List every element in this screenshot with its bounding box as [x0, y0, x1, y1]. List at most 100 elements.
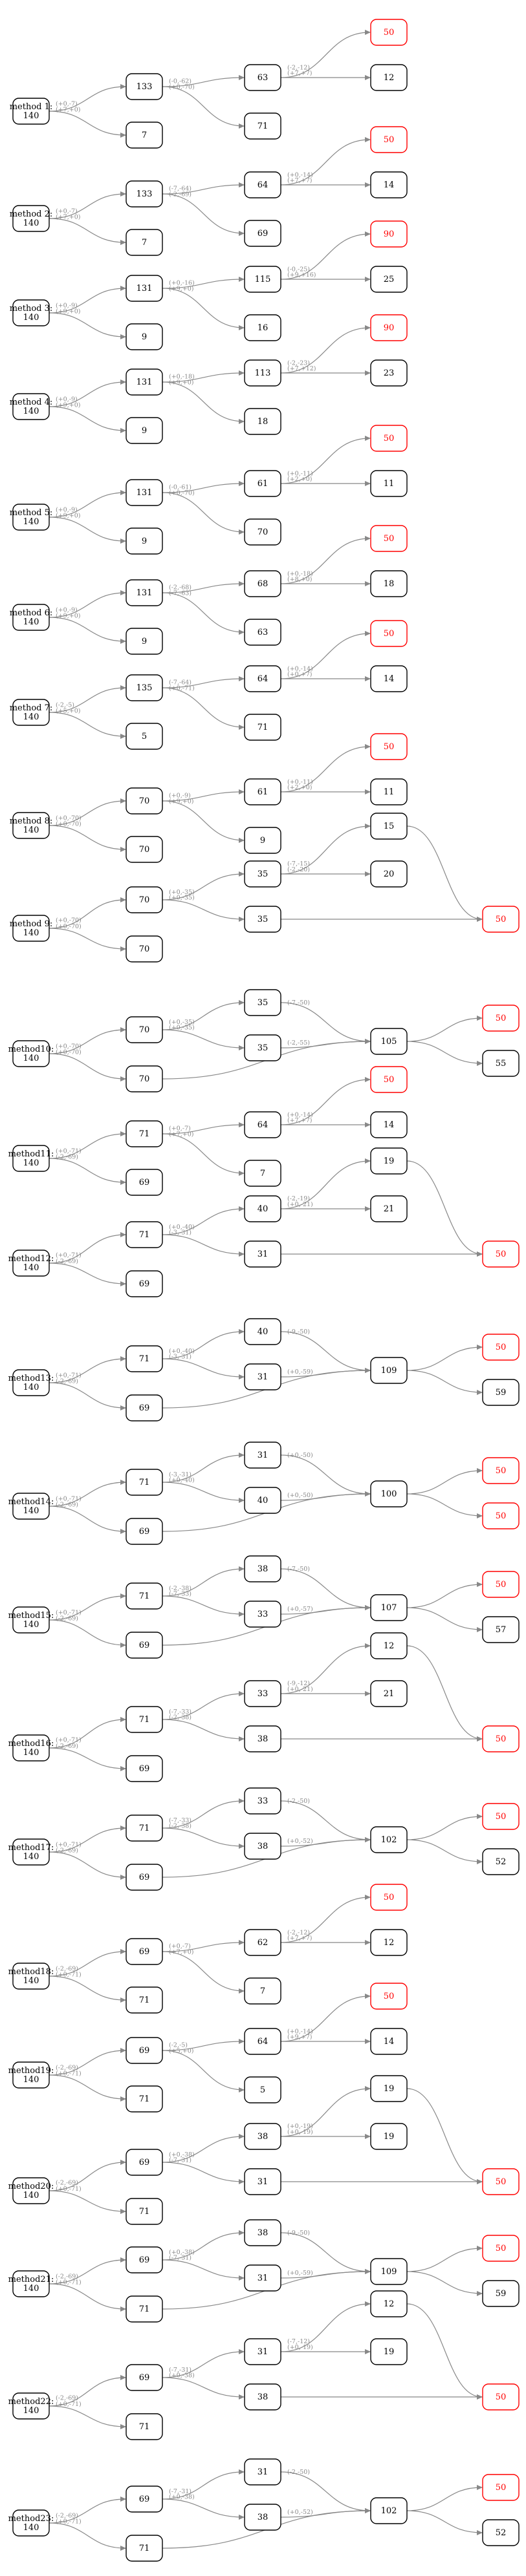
group-11-method-node-box	[12, 1145, 50, 1172]
group-2-node-5: 50	[370, 126, 408, 153]
group-23-edge-4: (+0,-38)	[162, 2493, 245, 2520]
group-21-node-1-box	[126, 2246, 163, 2273]
group-16-edge-6-label: (+0,-21)	[287, 1686, 313, 1693]
group-6-edge-4-line	[162, 592, 245, 635]
group-3-method-node-label: method 3:	[10, 304, 53, 314]
group-4-edge-4-label: (+9,+0)	[169, 379, 193, 386]
group-7-edge-1-line	[49, 685, 126, 713]
group-21-node-6-box	[482, 2235, 520, 2262]
group-2-node-5-box	[370, 126, 408, 153]
group-13-node-6-label: 50	[496, 1343, 507, 1352]
group-8-edge-5-line	[280, 744, 371, 793]
group-5-edge-4-line	[162, 492, 245, 535]
group-23-edge-6: (+0,-52)	[280, 2508, 371, 2518]
group-4-node-1: 131	[126, 368, 163, 396]
group-4-node-2-box	[126, 417, 163, 444]
group-13-edge-2-line	[49, 1382, 126, 1410]
group-1-node-4-box	[244, 112, 281, 140]
group-15-edge-5: (-7,-50)	[280, 1566, 371, 1610]
group-14-node-3: 31	[244, 1442, 281, 1469]
group-12-node-6-box	[370, 1195, 408, 1222]
group-9-method-node-box	[12, 915, 50, 942]
group-20-node-1-label: 69	[139, 2158, 150, 2167]
group-11-node-1-label: 71	[139, 1129, 150, 1139]
group-10-node-5-box	[370, 1028, 408, 1055]
group-15-node-3-box	[244, 1555, 281, 1582]
group-7-node-3: 64	[244, 665, 281, 692]
group-19-node-5: 50	[370, 1983, 408, 2010]
group-5-method-node-label: method 5:	[10, 508, 53, 518]
group-17-edge-9-line	[406, 1839, 483, 1864]
group-11-node-5-box	[370, 1066, 408, 1093]
group-11-edge-5: (+0,-14)	[280, 1077, 371, 1125]
group-6-node-1-box	[126, 579, 163, 606]
group-20-edge-4-label: (-7,-31)	[169, 2157, 192, 2164]
group-14-node-2-box	[126, 1518, 163, 1545]
group-6-node-2-box	[126, 628, 163, 655]
group-12-edge-4: (-3,-31)	[162, 1229, 245, 1257]
group-22-edge-4-line	[162, 2377, 245, 2400]
group-6-node-5-box	[370, 525, 408, 552]
group-3-edge-5-line	[280, 231, 371, 280]
group-17-edge-3-label: (-7,-33)	[169, 1817, 192, 1824]
group-13-edge-4-line	[162, 1358, 245, 1379]
group-18-node-4: 7	[244, 1977, 281, 2005]
group-4-node-6-box	[370, 359, 408, 387]
group-21-node-7-label: 59	[496, 2289, 507, 2299]
group-2-edge-1: (+0,-7)	[49, 191, 126, 219]
group-18-edge-4-line	[162, 1951, 245, 1994]
group-5-node-2-label: 9	[142, 537, 147, 546]
group-13-edge-5: (-9,-50)	[280, 1328, 371, 1373]
group-16-edge-1-label: (+0,-71)	[56, 1737, 82, 1744]
group-20-node-6: 19	[370, 2123, 408, 2150]
group-23-edge-3: (-7,-31)	[162, 2469, 245, 2500]
group-20-node-3-label: 38	[258, 2132, 268, 2142]
group-8-node-4-box	[244, 827, 281, 854]
group-13-node-7-label: 59	[496, 1388, 507, 1398]
group-20-edge-6-label: (+0,-19)	[287, 2129, 313, 2136]
group-4-method-node-box	[12, 393, 50, 420]
group-11-edge-2: (-2,-69)	[49, 1153, 126, 1185]
group-3-node-5-box	[370, 220, 408, 248]
group-15-edge-8	[406, 1582, 483, 1608]
group-1-node-3-label: 63	[258, 73, 268, 83]
group-22-node-2-box	[126, 2413, 163, 2440]
group-11-edge-1-line	[49, 1131, 126, 1159]
group-21-node-2-box	[126, 2295, 163, 2323]
group-17-node-7-label: 52	[496, 1857, 507, 1867]
group-15-node-4-box	[244, 1601, 281, 1628]
group-20-node-6-label: 19	[384, 2132, 395, 2142]
group-10-edge-4-label: (+0,-35)	[169, 1024, 195, 1031]
group-6-edge-4-label: (-7,-63)	[169, 590, 192, 597]
group-16-edge-3-line	[162, 1691, 245, 1720]
group-15-method-node-label: 140	[23, 1620, 39, 1630]
group-1-node-6-box	[370, 64, 408, 91]
group-7-method-node: method 7:140	[10, 699, 52, 726]
group-23-edge-5-label: (-2,-50)	[287, 2469, 310, 2476]
group-16-edge-7-line	[406, 1645, 483, 1741]
group-2-node-1-label: 133	[137, 189, 153, 199]
group-10-method-node-label: 140	[23, 1054, 39, 1063]
group-17-edge-3: (-7,-33)	[162, 1798, 245, 1829]
group-12-node-1-label: 71	[139, 1230, 150, 1240]
group-15-method-node-label: method15:	[8, 1611, 54, 1621]
group-10-edge-1-line	[49, 1027, 126, 1054]
group-13-edge-8	[406, 1345, 483, 1371]
group-10-edge-4: (+0,-35)	[162, 1024, 245, 1050]
group-18-edge-3-label: (+0,-7)	[169, 1943, 191, 1950]
group-21-edge-3-line	[162, 2230, 245, 2261]
group-1-node-2: 7	[126, 122, 163, 149]
group-4-node-5: 90	[370, 314, 408, 341]
group-22-edge-3-label: (-7,-31)	[169, 2367, 192, 2374]
group-23-edge-8	[406, 2485, 483, 2511]
group-18-edge-3-line	[162, 1940, 245, 1952]
group-2-method-node: method 2:140	[10, 205, 52, 232]
group-18-edge-4-label: (+7,+0)	[169, 1948, 193, 1955]
group-11-node-4-label: 7	[260, 1169, 265, 1178]
group-6-method-node-box	[12, 604, 50, 631]
group-2-edge-4-label: (-2,-69)	[169, 191, 192, 198]
group-15-edge-6-label: (+0,-57)	[287, 1606, 313, 1613]
group-8-node-2-label: 70	[139, 845, 150, 855]
group-4-edge-3-label: (+0,-18)	[169, 373, 195, 380]
group-22-method-node-label: 140	[23, 2406, 39, 2416]
